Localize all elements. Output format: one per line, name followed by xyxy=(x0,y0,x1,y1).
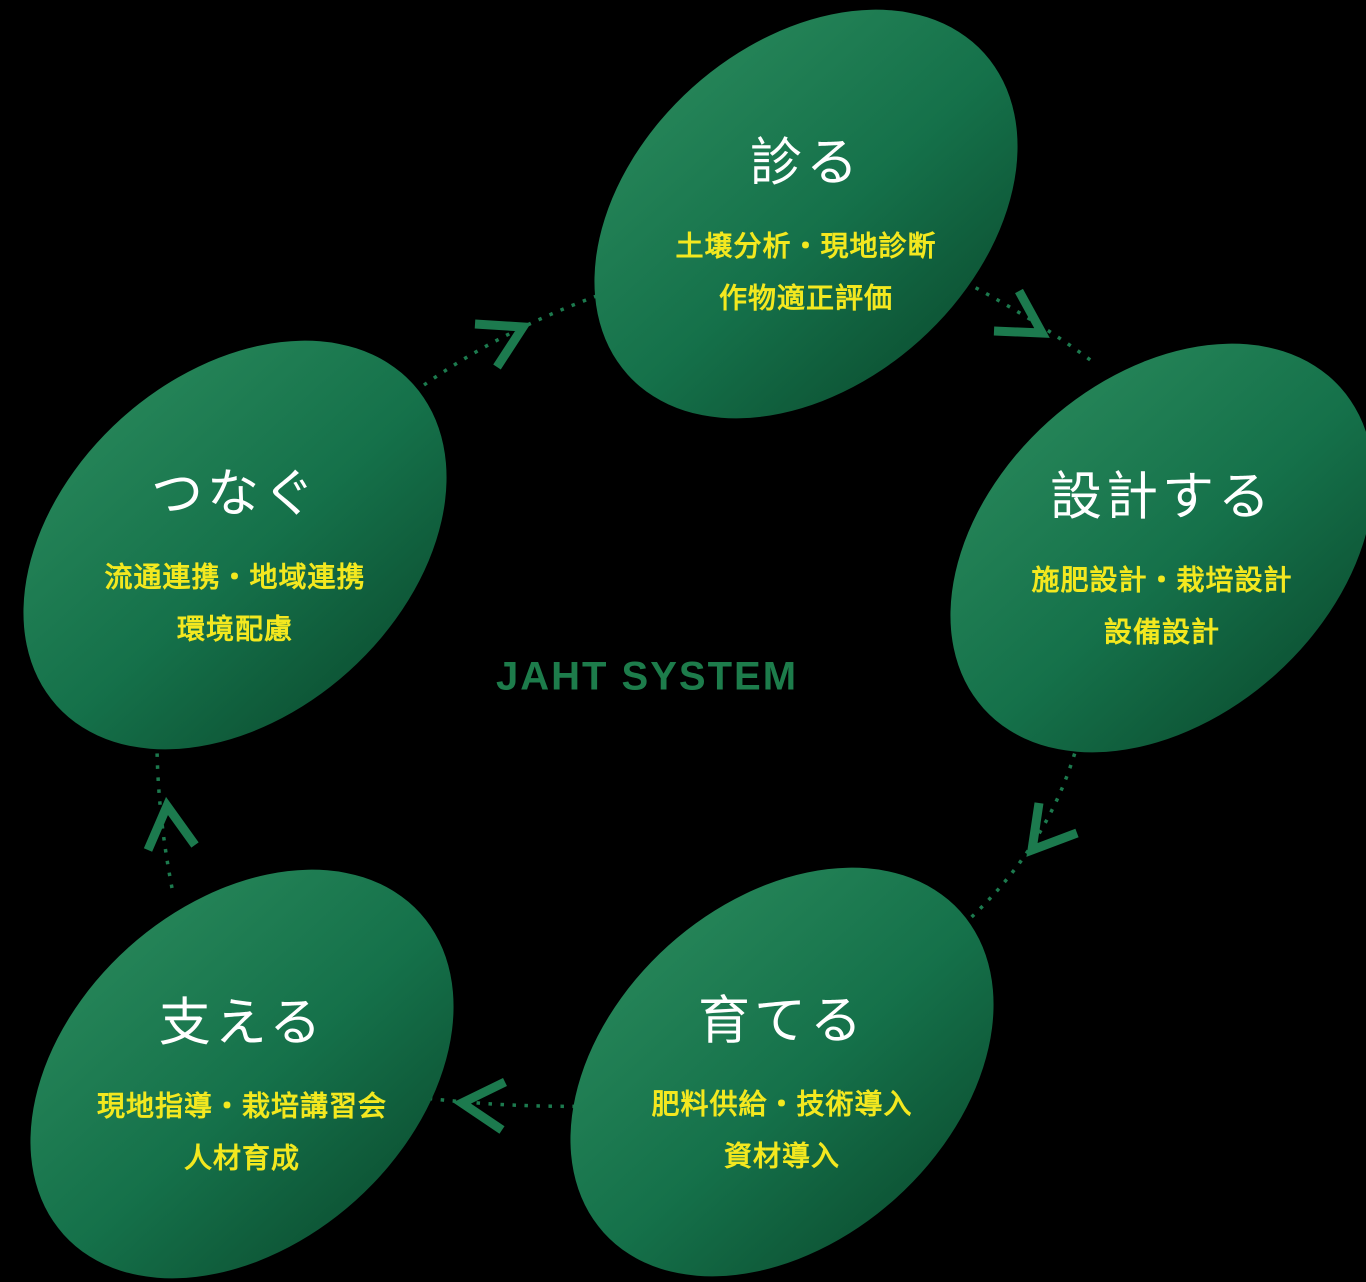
arrow-miru-to-sekkei xyxy=(964,280,1095,364)
arrow-sodateru-to-sasaeru xyxy=(424,1077,601,1134)
node-title: 育てる xyxy=(697,992,867,1051)
node-text: つなぐ 流通連携・地域連携 環境配慮 xyxy=(104,463,365,656)
node-title: 支える xyxy=(158,994,326,1053)
node-title: 診る xyxy=(749,134,863,193)
node-text: 支える 現地指導・栽培講習会 人材育成 xyxy=(97,992,387,1185)
node-subtitle: 設備設計 xyxy=(1103,616,1221,648)
node-subtitle: 人材育成 xyxy=(183,1142,301,1174)
node-text: 診る 土壌分析・現地診断 作物適正評価 xyxy=(675,132,936,325)
center-system-label: JAHT SYSTEM xyxy=(495,654,799,699)
node-subtitle: 資材導入 xyxy=(723,1140,841,1172)
node-subtitle: 環境配慮 xyxy=(176,613,294,645)
node-text: 育てる 肥料供給・技術導入 資材導入 xyxy=(651,990,912,1183)
node-subtitle: 土壌分析・現地診断 xyxy=(675,230,937,262)
node-title: 設計する xyxy=(1049,468,1275,527)
node-subtitle: 現地指導・栽培講習会 xyxy=(96,1090,388,1122)
node-subtitle: 施肥設計・栽培設計 xyxy=(1031,564,1293,596)
node-subtitle: 流通連携・地域連携 xyxy=(104,561,366,593)
arrow-tsunagu-to-miru xyxy=(422,290,609,387)
node-subtitle: 肥料供給・技術導入 xyxy=(651,1088,913,1120)
node-subtitle: 作物適正評価 xyxy=(718,282,894,314)
arrow-sasaeru-to-tsunagu xyxy=(143,747,199,889)
node-text: 設計する 施肥設計・栽培設計 設備設計 xyxy=(1031,466,1292,659)
arrow-sekkei-to-sodateru xyxy=(953,741,1080,934)
node-title: つなぐ xyxy=(150,465,320,524)
